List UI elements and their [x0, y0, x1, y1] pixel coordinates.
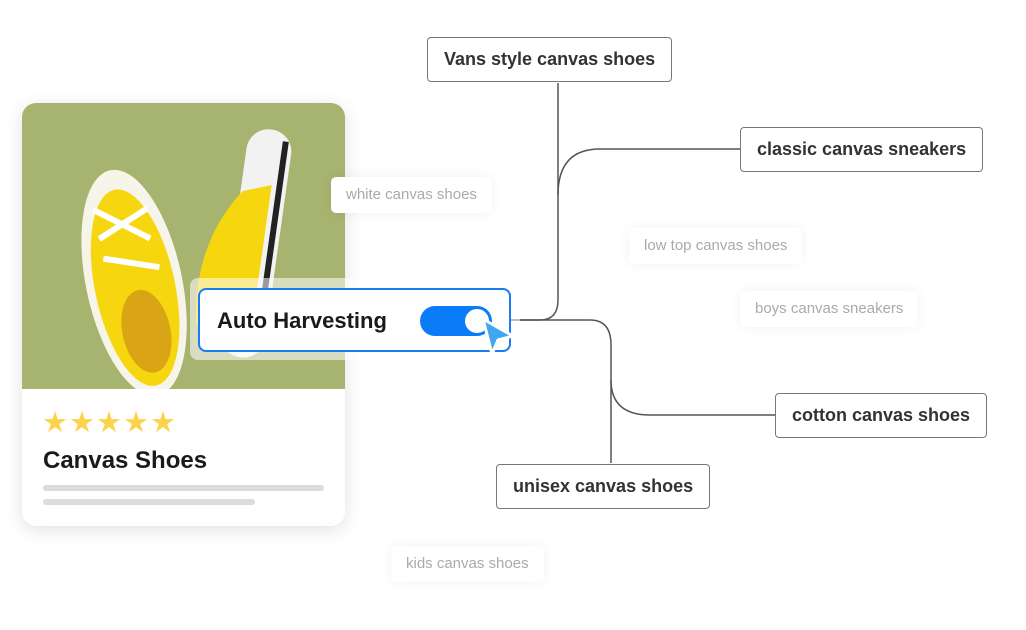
keyword-node[interactable]: Vans style canvas shoes	[427, 37, 673, 82]
suggested-keyword[interactable]: boys canvas sneakers	[740, 291, 919, 327]
product-title: Canvas Shoes	[43, 447, 208, 474]
placeholder-line	[43, 485, 324, 491]
suggested-keyword[interactable]: low top canvas shoes	[629, 228, 803, 264]
toggle-label: Auto Harvesting	[217, 308, 387, 333]
placeholder-line	[43, 499, 255, 505]
suggested-keyword[interactable]: kids canvas shoes	[391, 546, 544, 582]
suggested-keyword[interactable]: white canvas shoes	[331, 177, 492, 213]
keyword-node[interactable]: classic canvas sneakers	[740, 127, 984, 172]
sneakers-illustration	[81, 129, 292, 396]
keyword-node[interactable]: cotton canvas shoes	[775, 393, 988, 438]
rating-stars: ★★★★★	[42, 407, 177, 439]
cursor-icon	[481, 317, 515, 356]
auto-harvesting-control: Auto Harvesting	[198, 288, 511, 352]
keyword-node[interactable]: unisex canvas shoes	[496, 464, 711, 509]
